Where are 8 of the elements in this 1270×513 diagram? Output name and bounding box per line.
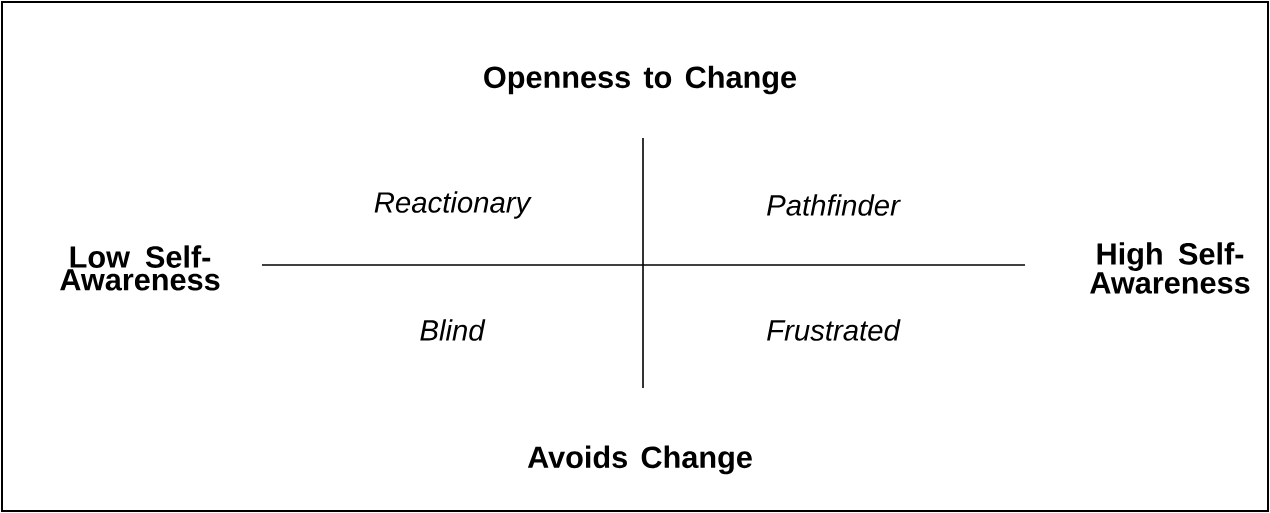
quadrant-label: Frustrated (767, 319, 901, 341)
axis-label: High Self-Awareness (1090, 242, 1250, 294)
axis-label: Low Self-Awareness (60, 245, 220, 291)
axis-label: Openness to Change (484, 65, 797, 95)
axis-label: Avoids Change (527, 445, 752, 475)
quadrant-label: Reactionary (374, 191, 532, 219)
quadrant-label: Pathfinder (767, 194, 901, 216)
quadrant-label: Blind (420, 319, 486, 341)
